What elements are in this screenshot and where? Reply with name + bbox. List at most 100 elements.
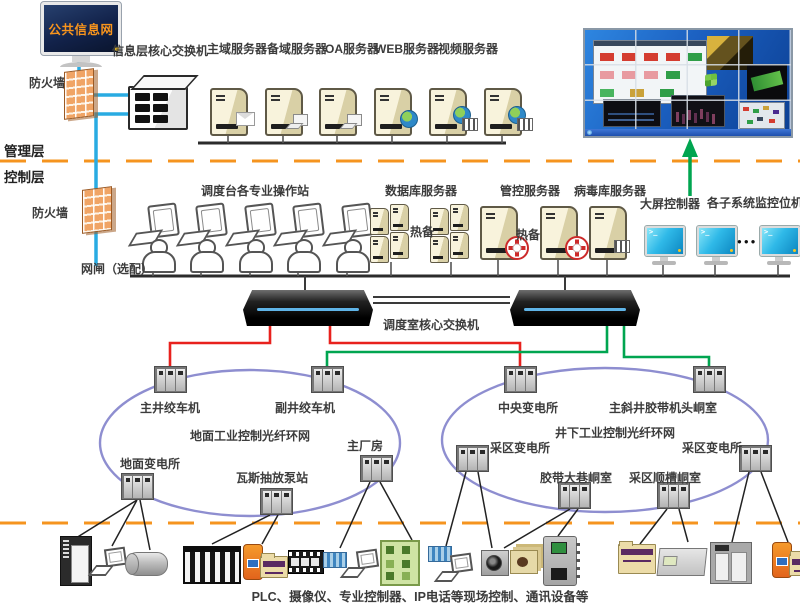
hot-standby-label-2: 热备 [515, 228, 541, 242]
folder-icon [618, 541, 656, 574]
server-label-web: WEB服务器 [375, 42, 439, 56]
ring-node-main-winder [154, 366, 187, 393]
io-card-icon [428, 546, 452, 562]
field-device-links [75, 471, 789, 551]
control-server-icon-1 [480, 206, 518, 260]
ring-node-belt-head-chamber [693, 366, 726, 393]
database-servers-label: 数据库服务器 [384, 184, 458, 198]
field-devices-caption: PLC、摄像仪、专业控制器、IP电话等现场控制、通讯设备等 [251, 590, 589, 604]
folder-icon [260, 553, 288, 578]
control-layer-label: 控制层 [4, 170, 45, 185]
mail-icon [236, 112, 255, 126]
subsystem-monitor-label: 各子系统监控位机 [706, 196, 800, 210]
operator-workstation-icon [272, 202, 326, 273]
cube-ports [135, 93, 168, 123]
operator-workstation-icon [321, 202, 375, 273]
info-core-switch-label: 信息层核心交换机 [111, 44, 209, 58]
client-pc-icon [347, 114, 362, 126]
ring-node-aux-winder [311, 366, 344, 393]
photo-stack-icon [510, 550, 538, 574]
operator-workstation-icon [224, 202, 278, 273]
server-label-domain: 主域服务器 [206, 42, 268, 56]
lifebuoy-disc-icon [565, 236, 589, 260]
more-monitors-dots: ●●● [737, 237, 758, 246]
film-icon [614, 240, 630, 253]
controller-monitor-icon: >_ [696, 225, 738, 265]
ip-phone-icon [772, 542, 792, 578]
video-wall [583, 28, 793, 138]
aux-winder-label: 副井绞车机 [274, 401, 336, 415]
controller-monitor-icon: >_ [759, 225, 800, 265]
lifebuoy-disc-icon [505, 236, 529, 260]
taskbar [585, 129, 791, 136]
firewall-icon-top [64, 68, 94, 120]
switchgear-cabinet-icon [710, 542, 752, 584]
field-pc-icon [339, 548, 380, 580]
hot-standby-label-1: 热备 [409, 225, 435, 239]
film-icon [517, 118, 533, 131]
ring-node-district-substation-right [739, 445, 772, 472]
client-pc-icon [293, 114, 308, 126]
globe-icon [400, 110, 418, 128]
plc-rack-icon [183, 546, 241, 584]
server-label-oa: OA服务器 [324, 42, 380, 56]
gas-pump-station-label: 瓦斯抽放泵站 [235, 471, 309, 485]
film-strip-icon [288, 550, 324, 574]
public-info-net-monitor: 公共信息网 [40, 1, 122, 67]
video-wall-arrow [682, 138, 698, 196]
district-substation-left-label: 采区变电所 [489, 441, 551, 455]
crt-screen: 公共信息网 [40, 1, 122, 56]
green-fiber-links [325, 324, 711, 366]
ring-node-belt-roadway-chamber [558, 482, 591, 509]
big-screen-controller-label: 大屏控制器 [639, 197, 701, 211]
central-substation-label: 中央变电所 [497, 401, 559, 415]
film-icon [462, 118, 478, 131]
controller-monitor-icon: >_ [644, 225, 686, 265]
crt-stand [72, 55, 90, 62]
ring-node-surface-substation [121, 473, 154, 500]
crt-base [60, 62, 102, 67]
workstations-label: 调度台各专业操作站 [200, 184, 310, 198]
folder-icon [789, 551, 800, 576]
control-cabinet-icon [60, 536, 92, 586]
firewall-control-label: 防火墙 [31, 206, 69, 220]
red-fiber-links [168, 324, 522, 366]
control-panel-icon [543, 536, 580, 586]
virus-server-label: 病毒库服务器 [573, 184, 647, 198]
database-server-rack-2 [430, 204, 472, 263]
ground-fiber-ring [98, 368, 402, 518]
belt-head-chamber-label: 主斜井胶带机头峒室 [608, 401, 718, 415]
dispatch-core-switch-label: 调度室核心交换机 [382, 318, 480, 332]
ring-node-main-plant [360, 455, 393, 482]
surface-substation-label: 地面变电所 [119, 457, 181, 471]
core-switch-links [304, 276, 566, 304]
management-layer-label: 管理层 [4, 144, 45, 159]
tank-icon [125, 552, 168, 576]
ring-node-district-substation-left [456, 445, 489, 472]
control-servers-label: 管控服务器 [499, 184, 561, 198]
main-plant-label: 主厂房 [346, 439, 384, 453]
ring-node-district-gateroad-chamber [657, 482, 690, 509]
wall-bezel-grid [585, 30, 791, 136]
layer-divider-lines [0, 159, 800, 525]
firewall-icon-control [82, 186, 112, 234]
belt-roadway-chamber-label: 胶带大巷峒室 [539, 471, 613, 485]
underground-ring-title: 井下工业控制光纤环网 [554, 426, 676, 440]
blue-links [77, 52, 134, 266]
io-card-icon [323, 552, 347, 568]
server-label-video: 视频服务器 [437, 42, 499, 56]
camera-icon [481, 550, 509, 576]
field-pc-icon [87, 546, 128, 578]
circuit-board-icon [380, 540, 420, 586]
public-net-label: 公共信息网 [48, 23, 114, 37]
operator-workstation-icon [127, 202, 181, 273]
field-pc-icon [433, 552, 474, 584]
ring-node-gas-pump-station [260, 488, 293, 515]
operator-workstation-icon [175, 202, 229, 273]
underground-fiber-ring [440, 366, 770, 514]
firewall-top-label: 防火墙 [28, 76, 66, 90]
bus-lines [130, 141, 790, 278]
ground-ring-title: 地面工业控制光纤环网 [189, 429, 311, 443]
